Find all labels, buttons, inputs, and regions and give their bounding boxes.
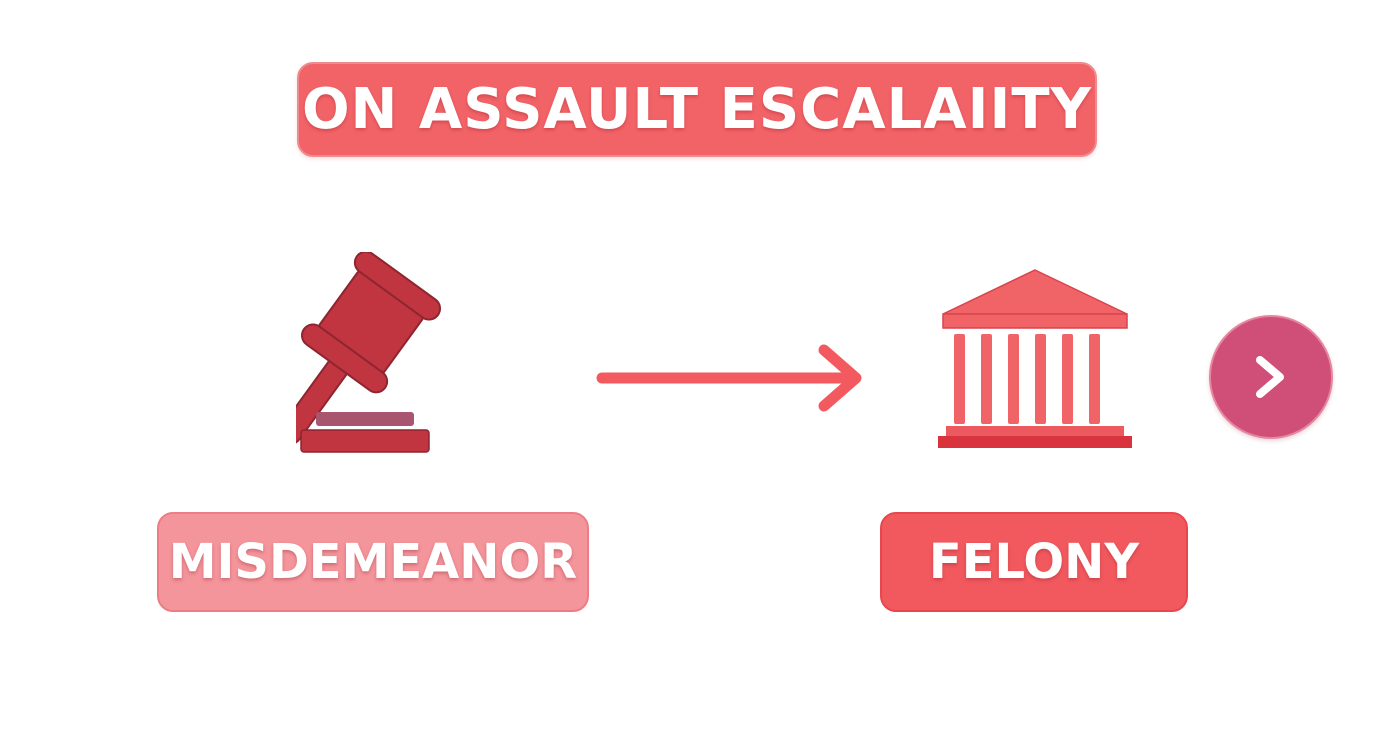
right-arrow-icon <box>596 344 862 412</box>
courthouse-icon <box>938 269 1132 448</box>
chevron-right-icon <box>1256 356 1284 398</box>
page-title: ON ASSAULT ESCALAIITY <box>301 77 1093 142</box>
title-banner: ON ASSAULT ESCALAIITY <box>297 62 1097 157</box>
misdemeanor-label: MISDEMEANOR <box>168 534 578 590</box>
next-button[interactable] <box>1209 315 1333 439</box>
felony-label: FELONY <box>928 534 1140 590</box>
misdemeanor-label-box: MISDEMEANOR <box>157 512 589 612</box>
felony-label-box: FELONY <box>880 512 1188 612</box>
gavel-icon <box>296 252 442 453</box>
